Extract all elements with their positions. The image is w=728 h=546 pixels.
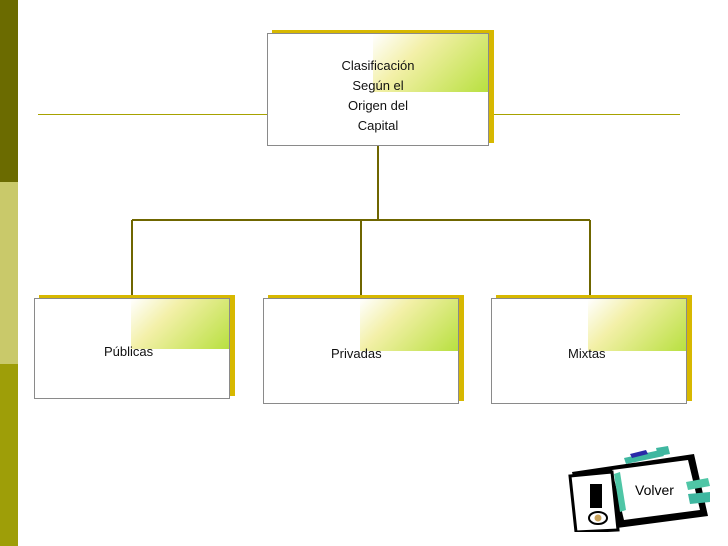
sidebar-band-mid (0, 364, 18, 546)
root-node-label: Clasificación Según el Origen del Capita… (341, 58, 415, 133)
sidebar-band-dark (0, 0, 18, 182)
exclamation-sign-icon (568, 446, 710, 532)
child-node-publicas: Públicas (34, 295, 235, 399)
child-node-label: Privadas (331, 346, 382, 361)
child-node-privadas: Privadas (263, 295, 464, 404)
divider-right (492, 114, 680, 115)
child-node-mixtas: Mixtas (491, 295, 692, 404)
divider-left (38, 114, 268, 115)
sidebar-decoration (0, 0, 18, 546)
root-node: Clasificación Según el Origen del Capita… (267, 30, 494, 146)
volver-button[interactable] (568, 446, 712, 532)
child-node-label: Mixtas (568, 346, 606, 361)
sidebar-band-light (0, 182, 18, 364)
volver-label[interactable]: Volver (635, 482, 674, 498)
child-node-label: Públicas (104, 344, 154, 359)
